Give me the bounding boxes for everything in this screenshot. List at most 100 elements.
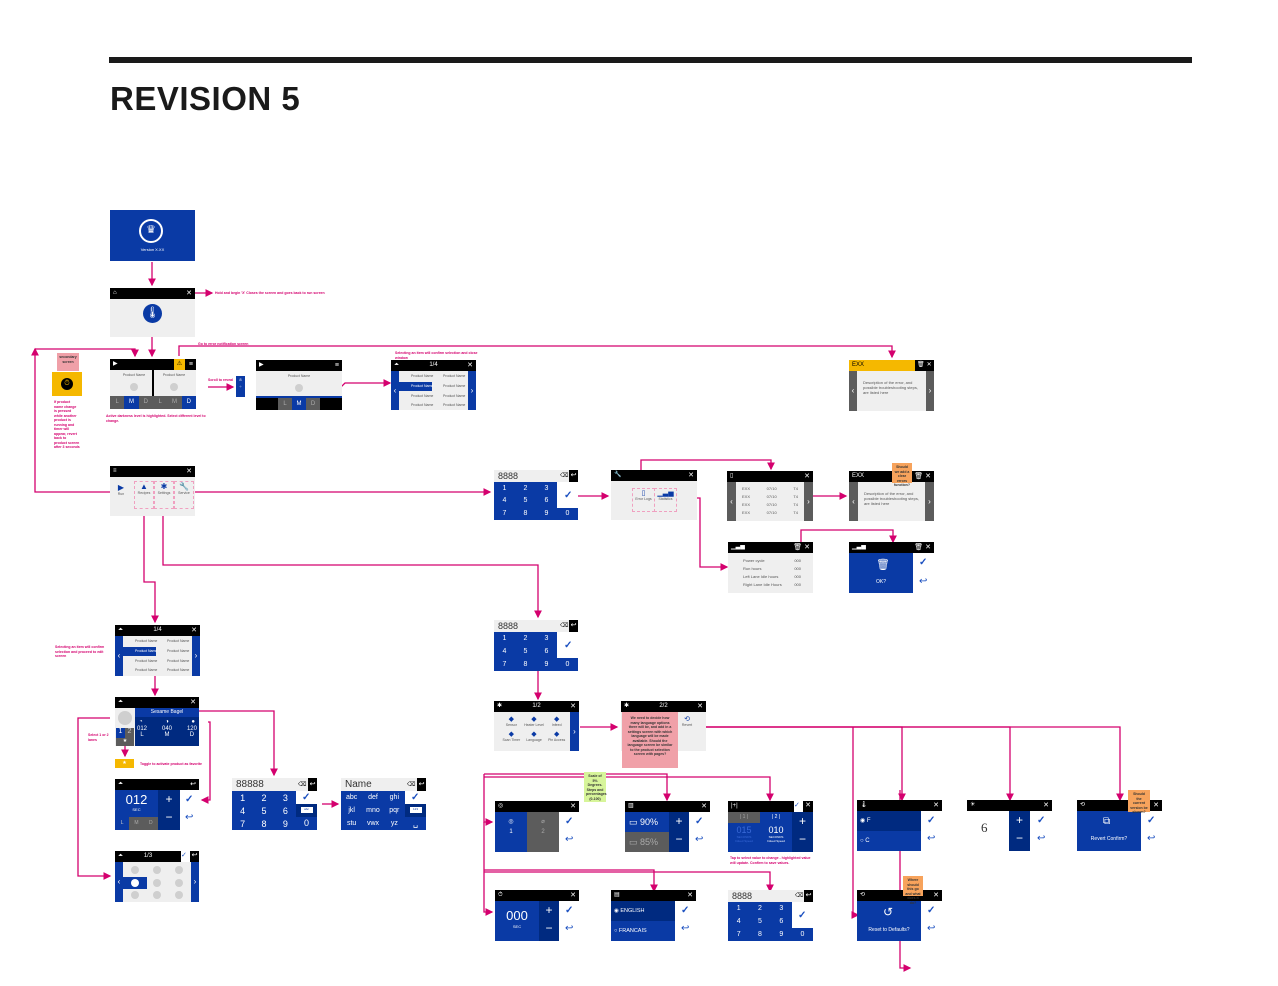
close-icon[interactable]: ✕ xyxy=(933,802,939,809)
key[interactable]: 5 xyxy=(261,805,267,816)
menu-icon[interactable]: ≡ xyxy=(188,361,193,368)
recipe-image[interactable] xyxy=(118,711,132,725)
mode-toggle-123[interactable]: 123 xyxy=(405,804,426,817)
backspace-icon[interactable]: ⌫ xyxy=(298,782,307,788)
confirm-check[interactable]: ✓ xyxy=(927,905,936,916)
back-icon[interactable]: ↩ xyxy=(190,851,199,862)
close-icon[interactable]: ✕ xyxy=(570,803,576,810)
mode-toggle-abc[interactable]: abc xyxy=(296,804,317,817)
confirm-check[interactable]: ✓ xyxy=(794,801,803,812)
close-icon[interactable]: ✕ xyxy=(467,362,473,369)
level-d[interactable]: D xyxy=(143,817,158,830)
play-icon[interactable]: ▶ xyxy=(259,362,264,368)
menu-item-settings[interactable]: ✱Settings xyxy=(154,481,174,509)
confirm-check[interactable]: ✓ xyxy=(565,816,574,827)
confirm-check[interactable]: ✓ xyxy=(302,792,311,803)
confirm-check[interactable]: ✓ xyxy=(681,905,690,916)
icon-option[interactable] xyxy=(153,891,161,899)
key[interactable]: mno xyxy=(366,807,380,814)
next-page-button[interactable]: › xyxy=(192,636,200,676)
product-item[interactable]: Product Name xyxy=(411,374,434,378)
key-zero[interactable]: 0 xyxy=(557,508,578,520)
key[interactable]: yz xyxy=(390,820,398,827)
product-item[interactable]: Product Name xyxy=(443,384,466,388)
play-icon[interactable]: ▶ xyxy=(113,361,118,367)
close-icon[interactable]: ✕ xyxy=(933,892,939,899)
recipe-item[interactable]: Product Name xyxy=(167,649,190,653)
sensor-option-2[interactable]: ⌀2 xyxy=(527,812,559,852)
increment-button[interactable]: + xyxy=(675,814,683,828)
confirm-check[interactable]: ✓ xyxy=(565,905,574,916)
scroll-widget[interactable]: 8÷ xyxy=(236,376,245,397)
next-page-button[interactable]: › xyxy=(570,712,579,751)
service-item-statistics[interactable]: ▁▃▅Statistics xyxy=(654,488,677,512)
recipe-item[interactable]: Product Name xyxy=(167,639,190,643)
increment-button[interactable]: + xyxy=(1015,813,1023,827)
product-item[interactable]: Product Name xyxy=(443,374,466,378)
key[interactable]: 7 xyxy=(502,510,507,518)
back-icon[interactable]: ↩ xyxy=(417,778,426,791)
recipe-item[interactable]: Product Name xyxy=(167,668,190,672)
heater-top-value[interactable]: ▭ 90% xyxy=(625,812,669,832)
decrement-button[interactable]: − xyxy=(675,832,683,846)
close-icon[interactable]: ✕ xyxy=(688,472,694,479)
level-l-left[interactable]: L xyxy=(110,396,125,409)
backspace-icon[interactable]: ⌫ xyxy=(407,782,416,788)
recipe-item[interactable]: Product Name xyxy=(167,659,190,663)
key[interactable]: 8 xyxy=(523,510,528,518)
key[interactable]: 9 xyxy=(282,818,288,829)
key[interactable]: 1 xyxy=(502,484,507,492)
key[interactable]: ghi xyxy=(389,794,399,801)
settings-item-heater-level[interactable]: ◆Heater Level xyxy=(523,715,546,727)
key[interactable]: 3 xyxy=(544,484,549,492)
close-icon[interactable]: ✕ xyxy=(925,473,931,480)
key[interactable]: 8 xyxy=(758,931,762,938)
confirm-check[interactable]: ✓ xyxy=(411,792,420,803)
settings-item-pin-access[interactable]: ◆Pin Access xyxy=(545,730,568,742)
key-zero[interactable]: 0 xyxy=(557,658,578,671)
prev-error-button[interactable]: ‹ xyxy=(849,371,857,411)
key[interactable]: 8 xyxy=(523,661,528,668)
slot-1[interactable]: 1 xyxy=(116,728,125,738)
close-icon[interactable]: ✕ xyxy=(925,544,931,551)
back-icon[interactable]: ↩ xyxy=(308,778,317,791)
back-icon[interactable]: ↩ xyxy=(919,576,928,587)
menu-icon[interactable]: ≡ xyxy=(334,362,339,369)
trash-icon[interactable]: 🗑 xyxy=(914,473,924,480)
key[interactable]: def xyxy=(368,794,378,801)
key[interactable]: 2 xyxy=(261,792,267,803)
key-zero[interactable]: 0 xyxy=(792,928,813,941)
key[interactable]: 5 xyxy=(523,497,528,505)
sensor-option-1[interactable]: ◎1 xyxy=(495,812,527,852)
key[interactable]: 1 xyxy=(502,635,507,642)
warning-icon[interactable]: ⚠ xyxy=(174,359,185,370)
key[interactable]: 6 xyxy=(282,805,288,816)
back-icon[interactable]: ↩ xyxy=(1147,833,1156,844)
heater-bottom-value[interactable]: ▭ 85% xyxy=(625,832,669,852)
key[interactable]: 3 xyxy=(282,792,288,803)
recipe-item[interactable]: Product Name xyxy=(135,668,158,672)
key[interactable]: vwx xyxy=(366,820,380,827)
key[interactable]: 1 xyxy=(736,905,741,912)
prev-page-button[interactable]: ‹ xyxy=(727,482,736,521)
trash-icon[interactable]: 🗑 xyxy=(917,362,925,368)
key[interactable]: 6 xyxy=(544,497,549,505)
back-icon[interactable]: ↩ xyxy=(565,923,574,934)
key[interactable]: 9 xyxy=(779,931,784,938)
level-m-right[interactable]: M xyxy=(167,396,182,409)
confirm-check[interactable]: ✓ xyxy=(919,557,928,568)
menu-item-run[interactable]: ▶Run xyxy=(112,483,130,496)
level-l[interactable]: L xyxy=(278,398,292,410)
close-icon[interactable]: ✕ xyxy=(804,544,810,551)
key[interactable]: 9 xyxy=(544,510,549,518)
decrement-button[interactable]: − xyxy=(165,810,173,824)
key[interactable]: 6 xyxy=(544,648,549,655)
pin-input[interactable]: 8888 xyxy=(732,891,753,901)
text-input[interactable]: Name xyxy=(345,779,372,790)
key[interactable]: abc xyxy=(346,794,358,801)
